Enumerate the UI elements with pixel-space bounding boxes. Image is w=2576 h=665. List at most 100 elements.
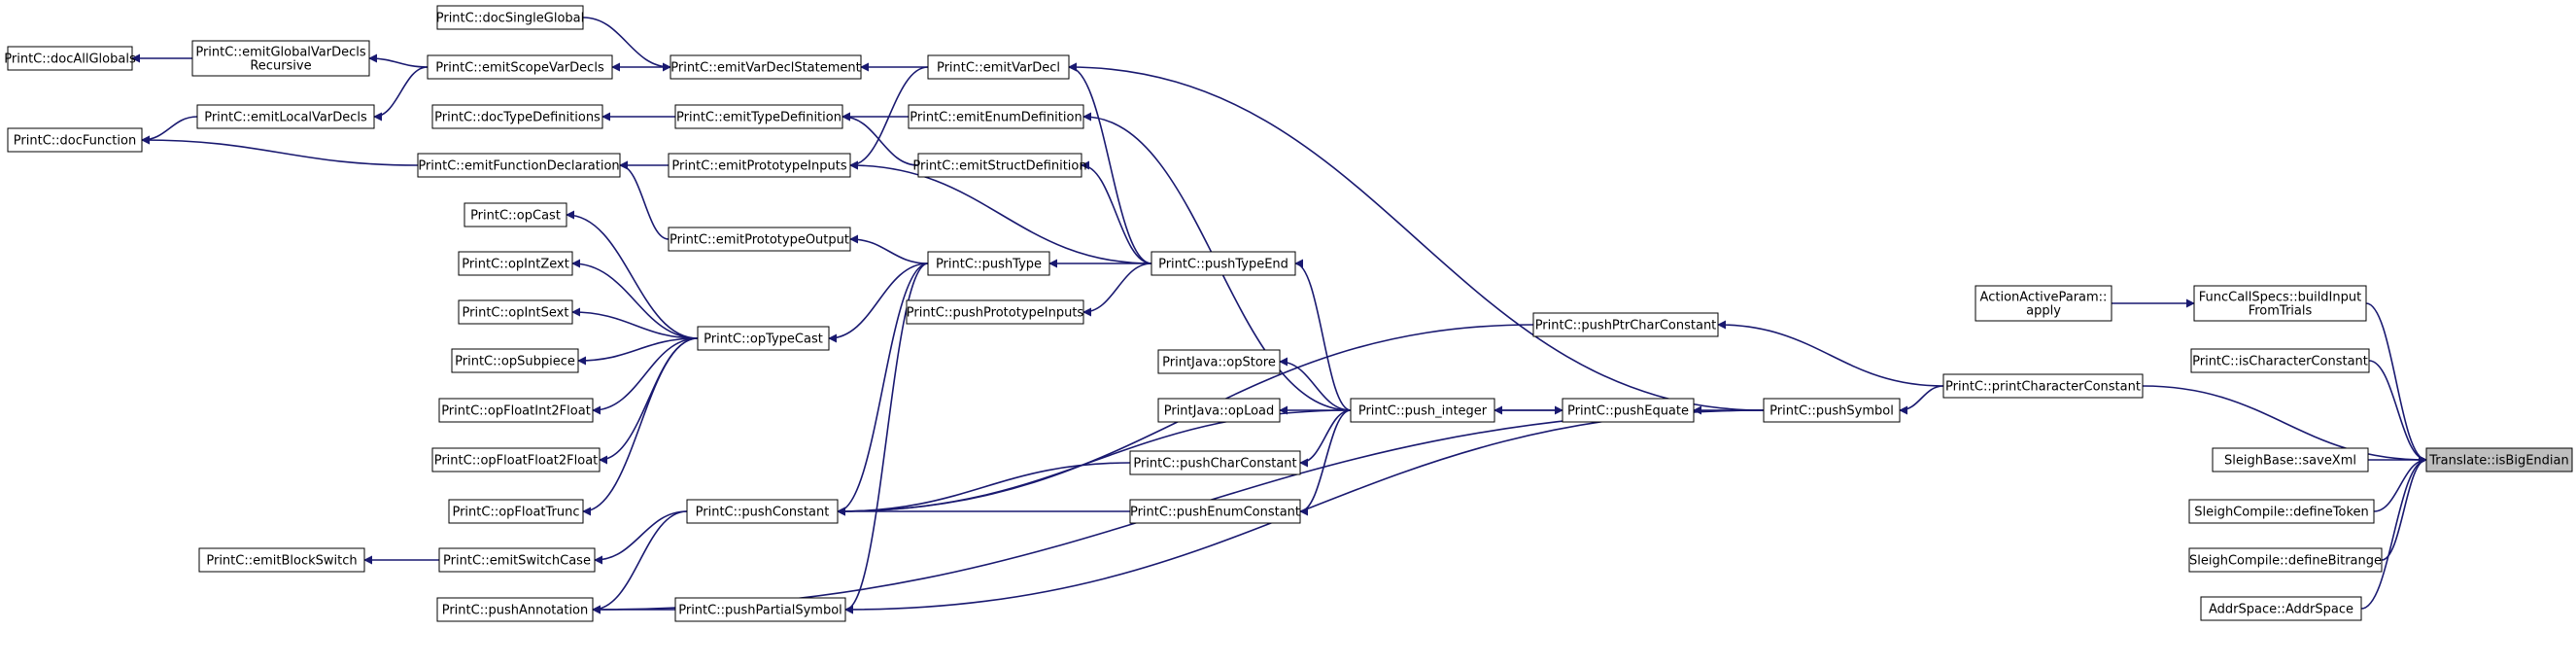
- node-emitlocal[interactable]: PrintC::emitLocalVarDecls: [196, 104, 375, 129]
- node-label: PrintJava::opLoad: [1164, 404, 1275, 419]
- node-emitprotoout[interactable]: PrintC::emitPrototypeOutput: [668, 227, 851, 252]
- node-label: PrintC::printCharacterConstant: [1945, 380, 2141, 395]
- node-emitblock[interactable]: PrintC::emitBlockSwitch: [198, 547, 365, 573]
- node-deftoken[interactable]: SleighCompile::defineToken: [2188, 499, 2375, 524]
- node-box: [431, 104, 603, 129]
- edge-pushtypeend-to-emitstruct: [1081, 160, 1152, 264]
- edge-pushtype-to-pushconst: [837, 262, 929, 516]
- node-label: PrintC::opIntSext: [463, 306, 569, 321]
- node-opcast[interactable]: PrintC::opCast: [464, 202, 567, 228]
- node-box: [2190, 348, 2370, 373]
- node-box: [438, 547, 596, 573]
- node-box: [1562, 398, 1695, 423]
- node-defbitrange[interactable]: SleighCompile::defineBitrange: [2188, 547, 2383, 573]
- node-emitvarstmt[interactable]: PrintC::emitVarDeclStatement: [670, 54, 862, 80]
- edge-pushtypeend-to-pushprotoin: [1082, 262, 1152, 317]
- node-savexml[interactable]: SleighBase::saveXml: [2212, 447, 2369, 472]
- edge-pushint-to-pushenumconst: [1299, 409, 1352, 516]
- node-label: PrintC::emitSwitchCase: [443, 554, 591, 569]
- node-label: PrintC::pushCharConstant: [1133, 457, 1296, 472]
- node-box: [908, 104, 1084, 129]
- node-box: [917, 153, 1082, 178]
- node-emitfndecl[interactable]: PrintC::emitFunctionDeclaration: [417, 153, 621, 178]
- node-box: [668, 227, 851, 252]
- node-emitscope[interactable]: PrintC::emitScopeVarDecls: [427, 54, 613, 80]
- node-label: PrintC::emitPrototypeInputs: [671, 159, 846, 174]
- node-label: FromTrials: [2249, 304, 2313, 319]
- node-opsubpiece[interactable]: PrintC::opSubpiece: [451, 348, 579, 373]
- node-pushint[interactable]: PrintC::push_integer: [1350, 398, 1495, 423]
- node-pushptrchar[interactable]: PrintC::pushPtrCharConstant: [1532, 312, 1719, 337]
- node-box: [451, 348, 579, 373]
- node-emittypedef[interactable]: PrintC::emitTypeDefinition: [674, 104, 843, 129]
- node-box: [1157, 349, 1281, 374]
- node-emitprotoin[interactable]: PrintC::emitPrototypeInputs: [668, 153, 851, 178]
- node-box: [2188, 499, 2375, 524]
- node-label: SleighCompile::defineToken: [2194, 506, 2369, 520]
- node-box: [1763, 398, 1901, 423]
- node-label: PrintC::isCharacterConstant: [2192, 355, 2368, 369]
- node-addrspace[interactable]: AddrSpace::AddrSpace: [2200, 596, 2362, 621]
- node-box: [2200, 596, 2362, 621]
- node-box: [697, 326, 830, 351]
- node-label: FuncCallSpecs::buildInput: [2199, 291, 2361, 305]
- edge-pushtypeend-to-emitprotoin: [849, 160, 1152, 264]
- node-pushtypeend[interactable]: PrintC::pushTypeEnd: [1151, 251, 1296, 276]
- node-label: PrintC::emitVarDecl: [937, 61, 1060, 76]
- node-label: Translate::isBigEndian: [2428, 454, 2568, 469]
- node-box: [417, 153, 621, 178]
- node-box: [674, 597, 846, 622]
- node-ischarconst[interactable]: PrintC::isCharacterConstant: [2190, 348, 2370, 373]
- node-opintzext[interactable]: PrintC::opIntZext: [458, 251, 573, 276]
- node-label: PrintC::push_integer: [1358, 404, 1488, 419]
- node-emitenum[interactable]: PrintC::emitEnumDefinition: [908, 104, 1084, 129]
- node-label: SleighCompile::defineBitrange: [2189, 554, 2382, 569]
- node-docfn[interactable]: PrintC::docFunction: [7, 127, 143, 153]
- node-printcharconst[interactable]: PrintC::printCharacterConstant: [1942, 373, 2144, 399]
- edge-emitvardecl-to-emitprotoin: [849, 66, 929, 170]
- node-opfloatint[interactable]: PrintC::opFloatInt2Float: [438, 398, 594, 423]
- node-emitstruct[interactable]: PrintC::emitStructDefinition: [912, 153, 1087, 178]
- node-doctypedef[interactable]: PrintC::docTypeDefinitions: [431, 104, 603, 129]
- node-box: [1975, 285, 2112, 322]
- node-docall[interactable]: PrintC::docAllGlobals: [4, 46, 136, 71]
- edge-pushint-to-pushtypeend: [1294, 259, 1352, 411]
- node-emitvardecl[interactable]: PrintC::emitVarDecl: [927, 54, 1070, 80]
- node-pushprotoin[interactable]: PrintC::pushPrototypeInputs: [906, 299, 1084, 325]
- node-pushequate[interactable]: PrintC::pushEquate: [1562, 398, 1695, 423]
- node-opintsext[interactable]: PrintC::opIntSext: [458, 299, 573, 325]
- node-aap[interactable]: ActionActiveParam::apply: [1975, 285, 2112, 322]
- node-pushenumconst[interactable]: PrintC::pushEnumConstant: [1129, 499, 1301, 524]
- node-label: PrintC::opFloatInt2Float: [441, 404, 591, 419]
- node-jstore[interactable]: PrintJava::opStore: [1157, 349, 1281, 374]
- node-emitswitch[interactable]: PrintC::emitSwitchCase: [438, 547, 596, 573]
- node-label: PrintC::pushPtrCharConstant: [1535, 319, 1717, 333]
- node-pushsymbol[interactable]: PrintC::pushSymbol: [1763, 398, 1901, 423]
- node-label: PrintC::pushConstant: [696, 506, 830, 520]
- node-box: [1350, 398, 1495, 423]
- edge-optypecast-to-opfloattrunc: [582, 337, 699, 516]
- node-pushconst[interactable]: PrintC::pushConstant: [686, 499, 839, 524]
- node-pushtype[interactable]: PrintC::pushType: [927, 251, 1050, 276]
- node-box: [670, 54, 862, 80]
- node-opfloattrunc[interactable]: PrintC::opFloatTrunc: [448, 499, 584, 524]
- node-box: [2212, 447, 2369, 472]
- node-label: PrintC::emitStructDefinition: [912, 159, 1086, 174]
- node-pushannot[interactable]: PrintC::pushAnnotation: [436, 597, 594, 622]
- edge-optypecast-to-opsubpiece: [577, 337, 699, 366]
- node-optypecast[interactable]: PrintC::opTypeCast: [697, 326, 830, 351]
- node-pushcharconst[interactable]: PrintC::pushCharConstant: [1129, 450, 1301, 475]
- node-label: PrintC::pushEquate: [1567, 404, 1689, 419]
- node-isbig[interactable]: Translate::isBigEndian: [2425, 447, 2573, 472]
- node-docsingle[interactable]: PrintC::docSingleGlobal: [436, 5, 585, 30]
- node-box: [1942, 373, 2144, 399]
- node-label: PrintC::emitVarDeclStatement: [670, 61, 860, 76]
- edge-pushconst-to-emitswitch: [594, 510, 688, 565]
- node-box: [198, 547, 365, 573]
- node-pushpartial[interactable]: PrintC::pushPartialSymbol: [674, 597, 846, 622]
- node-jload[interactable]: PrintJava::opLoad: [1157, 398, 1281, 423]
- node-opfloatfloat[interactable]: PrintC::opFloatFloat2Float: [431, 447, 601, 472]
- edge-pushtypeend-to-emitvardecl: [1068, 62, 1152, 264]
